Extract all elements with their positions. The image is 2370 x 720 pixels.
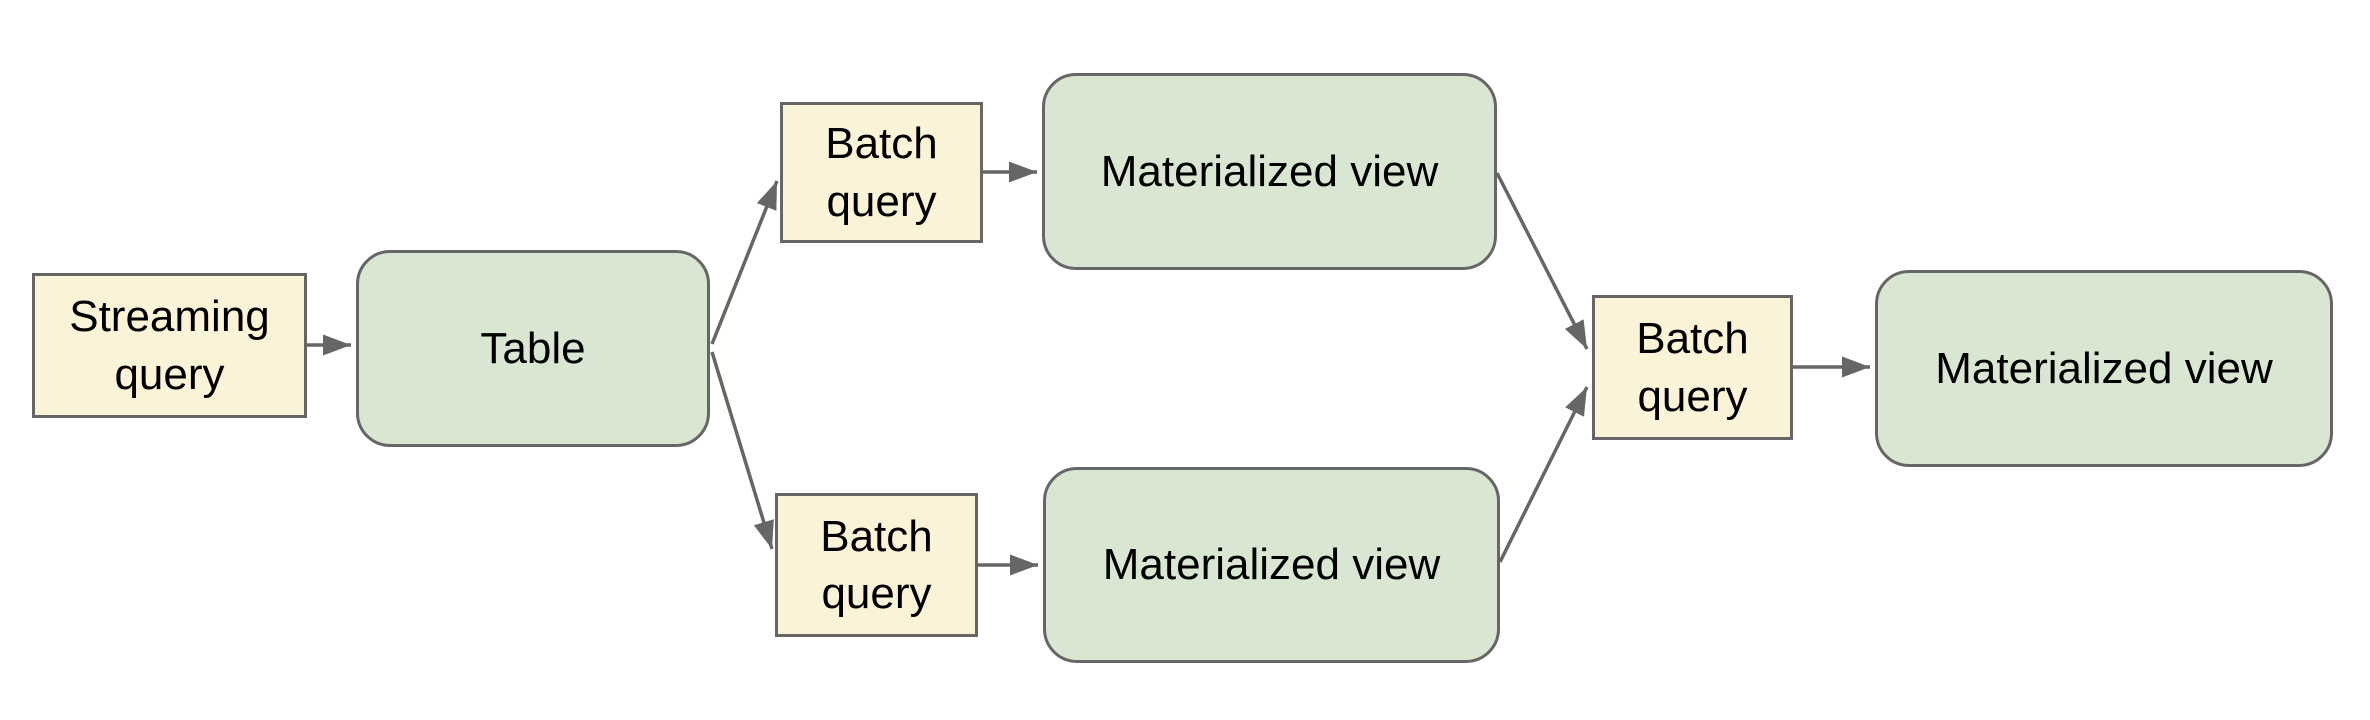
edge-mv-bottom-to-batch-final [1498,386,1589,563]
edge-mv-top-to-batch-final [1495,172,1589,350]
edge-table-to-batch-top [710,180,779,345]
node-label: Batch query [1636,314,1749,421]
node-batch-query-final: Batch query [1592,295,1793,440]
node-label: Table [480,323,586,373]
node-label: Batch query [825,119,938,226]
node-label: Batch query [820,511,933,618]
node-table: Table [356,250,710,447]
node-label: Streaming query [69,292,270,399]
node-label: Materialized view [1935,343,2273,393]
node-label: Materialized view [1102,540,1441,590]
node-materialized-view-final: Materialized view [1875,270,2333,467]
node-batch-query-bottom: Batch query [775,493,978,637]
node-batch-query-top: Batch query [780,102,983,243]
node-materialized-view-bottom: Materialized view [1043,467,1500,663]
node-materialized-view-top: Materialized view [1042,73,1497,270]
node-label: Materialized view [1100,146,1439,196]
node-streaming-query: Streaming query [32,273,307,418]
edge-table-to-batch-bottom [710,351,774,550]
